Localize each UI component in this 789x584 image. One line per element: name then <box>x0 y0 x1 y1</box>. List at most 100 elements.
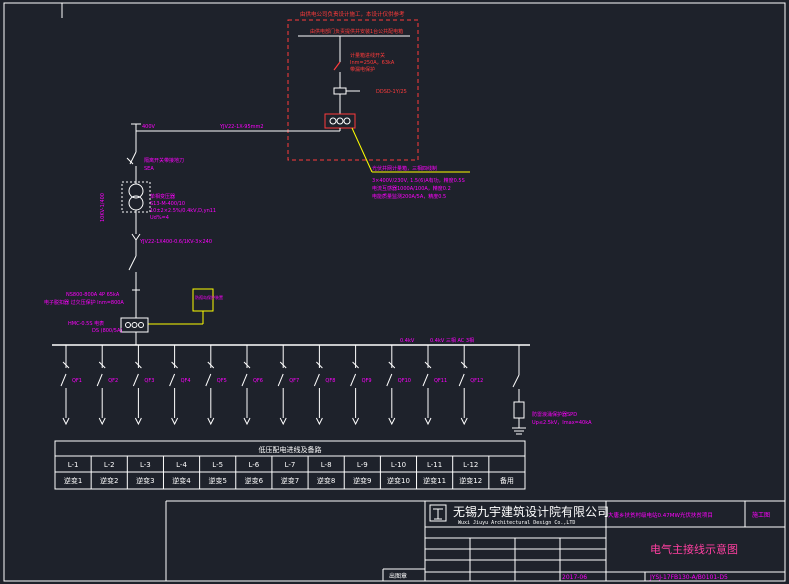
feeder-switch-blade <box>169 373 176 387</box>
table-header-cell: L-8 <box>321 461 332 469</box>
drawing-title: 电气主接线示意图 <box>650 542 738 556</box>
feeder-switch-blade <box>313 373 320 387</box>
feeder-tick <box>388 361 396 369</box>
isolator-label: 隔离开关带接地刀 <box>144 157 184 164</box>
project-name: 大唐乡扶贫村级电站0.47MW光伏扶贫项目 <box>608 511 713 519</box>
feeder-switch-blade <box>60 373 67 387</box>
feeder-arrow <box>243 417 251 426</box>
feeder-4: QF4 <box>169 345 191 426</box>
table-value-cell: 逆变8 <box>317 476 335 485</box>
feeder-switch-blade <box>241 373 248 387</box>
feeder-tick <box>135 361 142 369</box>
feeder-label: QF2 <box>108 378 118 384</box>
transformer-name: 单相变压器 <box>150 193 175 200</box>
protector-label: 防孤岛保护装置 <box>195 294 223 300</box>
feeder-arrow <box>171 417 179 426</box>
cable-label: YJV22-1X400-0.6/1KV-3×240 <box>139 239 212 245</box>
feeder-tick <box>243 361 251 369</box>
breaker-spec2: 带漏电保护 <box>350 66 375 73</box>
feeder-arrow <box>62 417 70 426</box>
feeder-table: 低压配电进线及备路 L-1逆变1L-2逆变2L-3逆变3L-4逆变4L-5逆变5… <box>54 440 526 490</box>
feeder-label: QF10 <box>398 378 411 384</box>
feeder-9: QF9 <box>350 345 372 426</box>
feeder-tick <box>424 361 432 369</box>
meter2-box <box>120 317 149 333</box>
feeder-arrow <box>388 417 396 426</box>
meter-note-line4: 电能质量监测200A/5A，精度0.5 <box>372 193 446 200</box>
table-value-cell: 逆变10 <box>387 476 410 485</box>
feeder-8: QF8 <box>313 345 335 426</box>
feeder-tick <box>207 361 215 369</box>
feeder-switch-blade <box>277 373 284 387</box>
feeder-label: QF4 <box>181 378 191 384</box>
feeder-arrow <box>207 417 215 426</box>
table-value-cell: 逆变11 <box>423 476 446 485</box>
feeder-label: QF11 <box>434 378 447 384</box>
feeder-tick <box>62 361 70 369</box>
feeder-7: QF7 <box>277 345 299 426</box>
table-value-cell: 逆变9 <box>353 476 371 485</box>
breaker-label: 计量箱进线开关 <box>350 52 385 59</box>
table-header-cell: L-2 <box>104 461 115 469</box>
transformer-spec2: 10±2×2.5%/0.4kV,D,yn11 <box>150 208 216 214</box>
table-header-cell: L-4 <box>176 461 187 469</box>
busbar-label-right: 0.4kV 三相 AC 3相 <box>430 337 474 344</box>
feeder-arrow <box>460 417 468 426</box>
meter-note: 光伏并网计量箱，三相四线制 3×400V/230V, 1.5(6)A有功，精度0… <box>372 165 465 200</box>
protector-leader <box>148 311 204 325</box>
table-value-cell: 逆变5 <box>208 476 226 485</box>
table-header-cell: L-9 <box>357 461 368 469</box>
company-name-en: Wuxi Jiuyu Architectural Design Co.,LTD <box>458 520 575 526</box>
feeder-label: QF7 <box>289 378 299 384</box>
drawing-frame <box>3 2 786 582</box>
feeder-label: QF1 <box>72 378 82 384</box>
feeder-2: QF2 <box>96 345 118 426</box>
feeder-switch-blade <box>132 373 139 387</box>
supply-company-box: 由供电公司负责设计施工，本设计仅供参考 由供电部门负责提供并安装1台公共配电箱 … <box>287 10 419 161</box>
meter-note-line1: 光伏并网计量箱，三相四线制 <box>372 165 437 172</box>
table-value-cell: 逆变3 <box>136 476 154 485</box>
meter-note-leader <box>351 127 373 173</box>
transformer-side-label: 10KV-1/400 <box>100 193 106 222</box>
table-value-cell: 逆变1 <box>64 476 82 485</box>
table-header-cell: L-12 <box>463 461 478 469</box>
feeder-label: QF5 <box>217 378 227 384</box>
feeder-switch-blade <box>350 373 357 387</box>
design-stage: 施工图 <box>752 511 770 519</box>
meter-note-line3: 电流互感器1000A/100A，精度0.2 <box>372 185 451 192</box>
feeder-arrow <box>315 417 323 426</box>
transformer-spec1: S13-M-400/10 <box>150 201 185 207</box>
table-value-cell: 逆变6 <box>245 476 264 485</box>
supply-box-line1: 由供电部门负责提供并安装1台公共配电箱 <box>310 28 403 35</box>
feeder-5: QF5 <box>205 345 227 426</box>
table-value-cell: 逆变2 <box>100 476 118 485</box>
table-value-cell: 逆变4 <box>172 476 191 485</box>
feeder-label: QF6 <box>253 378 263 384</box>
feeder-tick <box>171 361 178 369</box>
table-header-cell: L-6 <box>248 461 259 469</box>
table-header-cell: L-5 <box>212 461 223 469</box>
table-title: 低压配电进线及备路 <box>259 445 322 454</box>
feeder-10: QF10 <box>386 345 411 426</box>
stamp-label: 出图章 <box>389 572 407 580</box>
supply-box-title: 由供电公司负责设计施工，本设计仅供参考 <box>300 10 405 18</box>
meter2-label: HMC-0.5S 电表 <box>68 320 104 327</box>
feeder-switch-blade <box>386 373 393 387</box>
feeder-label: QF3 <box>144 378 154 384</box>
feeder-switch-blade <box>422 373 429 387</box>
surge-branch <box>512 345 526 435</box>
meter2-spec: DS (800/5A) <box>92 328 122 334</box>
table-header-cell: L-3 <box>140 461 151 469</box>
feeder-arrow <box>279 417 287 426</box>
feeder-6: QF6 <box>241 345 263 426</box>
feeder-1: QF1 <box>60 345 82 426</box>
feeder-11: QF11 <box>422 345 447 426</box>
table-cells: L-1逆变1L-2逆变2L-3逆变3L-4逆变4L-5逆变5L-6逆变6L-7逆… <box>64 456 514 489</box>
busbar-label-left: 0.4kV <box>400 338 415 344</box>
feeder-arrow <box>134 417 142 426</box>
feeder-label: YJV22-1X-95mm2 <box>219 124 264 130</box>
incoming-feed <box>131 123 340 152</box>
feeder-tick <box>98 361 106 369</box>
